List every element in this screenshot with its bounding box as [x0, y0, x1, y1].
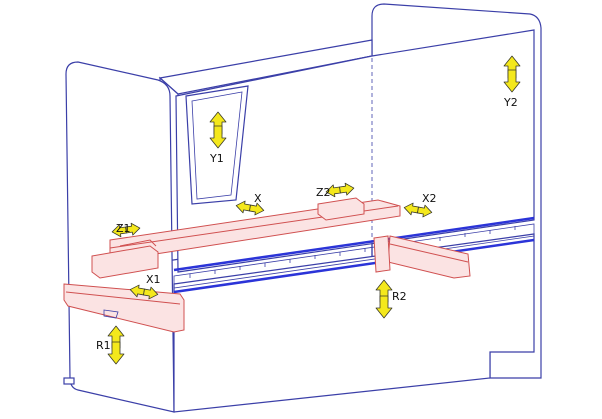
bed-rail-lower	[173, 238, 535, 294]
x-arrow	[235, 200, 265, 216]
y2-label: Y2	[503, 96, 518, 109]
x2-label: X2	[422, 192, 437, 205]
z2-finger	[317, 197, 365, 221]
right-gauge-arm-line	[389, 243, 469, 263]
z2-label: Z2	[316, 186, 331, 199]
y1-label: Y1	[209, 152, 224, 165]
y2-arrow	[503, 55, 521, 93]
base-foot	[63, 377, 75, 385]
z1-finger	[91, 245, 159, 279]
r1-arrow	[107, 325, 125, 365]
x1-arrow	[129, 284, 159, 300]
z1-arrow	[111, 222, 141, 238]
z1-finger-top	[119, 239, 157, 247]
r2-arrow	[375, 279, 393, 319]
bed-rail-upper	[173, 216, 535, 272]
front-support-edge	[65, 291, 181, 305]
die-ticks	[189, 226, 516, 278]
z1-label: Z1	[116, 222, 131, 235]
r1-label: R1	[96, 339, 111, 352]
y1-arrow	[209, 111, 227, 149]
front-support-foot	[103, 309, 119, 319]
right-gauge-block	[373, 235, 391, 273]
x2-arrow	[403, 202, 433, 218]
r2-label: R2	[392, 290, 407, 303]
z2-arrow	[325, 182, 355, 198]
x1-label: X1	[146, 273, 161, 286]
left-window-inner	[191, 91, 243, 200]
x-label: X	[254, 192, 262, 205]
